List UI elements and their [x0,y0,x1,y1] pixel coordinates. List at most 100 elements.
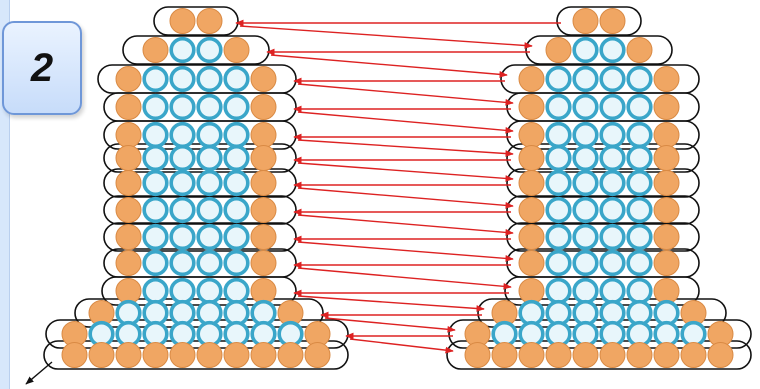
center-bead [572,144,599,172]
edge-bead [61,342,88,368]
center-bead [169,65,196,93]
connection-arrow [297,139,514,157]
center-bead [196,223,223,251]
center-bead [223,320,250,348]
center-bead [142,93,169,121]
connection-arrow [297,83,514,106]
center-bead [169,223,196,251]
center-bead [196,196,223,224]
edge-bead [545,342,572,368]
edge-bead [250,250,277,276]
center-bead [599,144,626,172]
edge-bead [653,94,680,120]
thread-loop [448,319,752,349]
edge-bead [599,8,626,34]
edge-bead [653,224,680,250]
edge-bead [304,342,331,368]
center-bead [599,277,626,305]
edge-bead [518,224,545,250]
edge-bead [115,145,142,171]
edge-bead [250,145,277,171]
center-bead [223,144,250,172]
connection-arrow [297,267,512,290]
edge-bead [277,342,304,368]
thread-loop [506,222,700,252]
center-bead [572,169,599,197]
edge-bead [115,250,142,276]
center-bead [572,320,599,348]
center-bead [223,65,250,93]
center-bead [169,320,196,348]
center-bead [599,121,626,149]
edge-bead [518,197,545,223]
center-bead [169,144,196,172]
edge-bead [653,66,680,92]
edge-bead [518,94,545,120]
center-bead [626,121,653,149]
center-bead [545,169,572,197]
center-bead [142,169,169,197]
edge-bead [653,170,680,196]
center-bead [572,93,599,121]
edge-bead [545,37,572,63]
edge-bead [599,342,626,368]
center-bead [196,65,223,93]
connection-arrow [297,214,514,236]
center-bead [626,65,653,93]
connection-arrow [297,111,514,134]
center-bead [626,249,653,277]
center-bead [169,196,196,224]
center-bead [223,249,250,277]
center-bead [572,36,599,64]
center-bead [599,169,626,197]
connection-arrow [349,338,454,354]
edge-bead [196,342,223,368]
center-bead [545,144,572,172]
center-bead [196,249,223,277]
center-bead [599,93,626,121]
edge-bead [250,224,277,250]
center-bead [680,320,707,348]
center-bead [653,320,680,348]
center-bead [572,196,599,224]
center-bead [626,144,653,172]
edge-bead [653,197,680,223]
center-bead [626,169,653,197]
center-bead [196,36,223,64]
edge-bead [518,145,545,171]
edge-bead [653,122,680,148]
center-bead [169,249,196,277]
center-bead [545,196,572,224]
edge-bead [653,145,680,171]
connection-arrow [297,187,514,209]
edge-bead [653,278,680,304]
edge-bead [518,122,545,148]
center-bead [572,65,599,93]
edge-bead [572,8,599,34]
edge-bead [115,224,142,250]
center-bead [572,249,599,277]
center-bead [545,277,572,305]
center-bead [142,249,169,277]
center-bead [196,144,223,172]
connection-arrow [270,54,508,78]
thread-loop [43,340,349,370]
edge-bead [223,37,250,63]
center-bead [626,196,653,224]
center-bead [545,249,572,277]
center-bead [572,223,599,251]
center-bead [545,121,572,149]
edge-bead [626,37,653,63]
center-bead [545,93,572,121]
edge-bead [115,342,142,368]
edge-bead [142,37,169,63]
edge-bead [115,94,142,120]
thread-loop [504,276,700,306]
edge-bead [196,8,223,34]
center-bead [545,65,572,93]
center-bead [142,223,169,251]
center-bead [599,320,626,348]
thread-loop [525,35,673,65]
edge-bead [653,342,680,368]
